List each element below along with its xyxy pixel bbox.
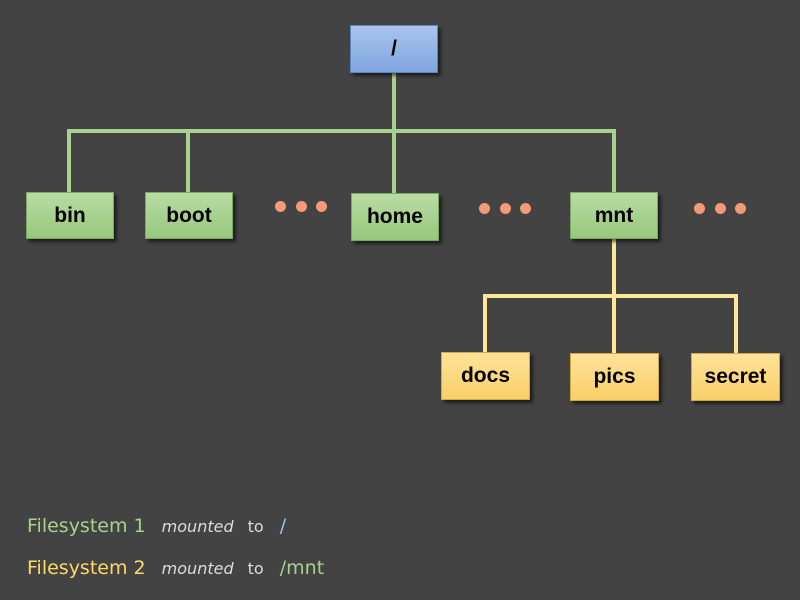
legend-filesystem-1: Filesystem 1 mounted to / [27,515,286,537]
node-pics-label: pics [593,365,636,388]
ellipsis-2 [479,201,531,215]
legend-fs2-mounted: mounted [161,559,234,578]
node-boot-label: boot [166,203,212,227]
legend-fs1-name: Filesystem 1 [27,515,146,537]
node-mnt-label: mnt [594,203,634,227]
ellipsis-dot [735,202,746,214]
legend-fs1-path: / [279,515,287,537]
node-root: / [350,25,438,73]
node-docs: docs [441,352,530,400]
legend-filesystem-2: Filesystem 2 mounted to /mnt [27,557,324,579]
node-mnt: mnt [570,192,658,239]
ellipsis-dot [694,202,705,214]
node-secret-label: secret [704,365,767,388]
legend-fs1-to: to [247,517,264,536]
fs1-connectors [67,73,616,193]
node-secret: secret [691,353,780,401]
ellipsis-dot [295,200,307,212]
ellipsis-dot [499,202,511,214]
ellipsis-dot [316,200,327,212]
node-home: home [351,193,439,241]
legend-fs2-path: /mnt [279,557,325,579]
node-bin: bin [26,192,114,239]
ellipsis-dot [520,202,531,214]
ellipsis-dot [275,200,286,212]
ellipsis-dot [714,202,726,214]
node-docs-label: docs [460,364,510,387]
fs2-connectors [483,239,738,353]
ellipsis-dot [479,202,490,214]
node-bin-label: bin [54,203,86,227]
node-boot: boot [145,192,233,239]
node-home-label: home [366,205,423,228]
legend-fs2-to: to [247,559,264,578]
legend-fs1-mounted: mounted [161,517,234,536]
node-pics: pics [570,353,659,401]
node-root-label: / [391,37,397,60]
ellipsis-1 [275,199,327,213]
legend-fs2-name: Filesystem 2 [27,557,146,579]
ellipsis-3 [694,201,746,215]
